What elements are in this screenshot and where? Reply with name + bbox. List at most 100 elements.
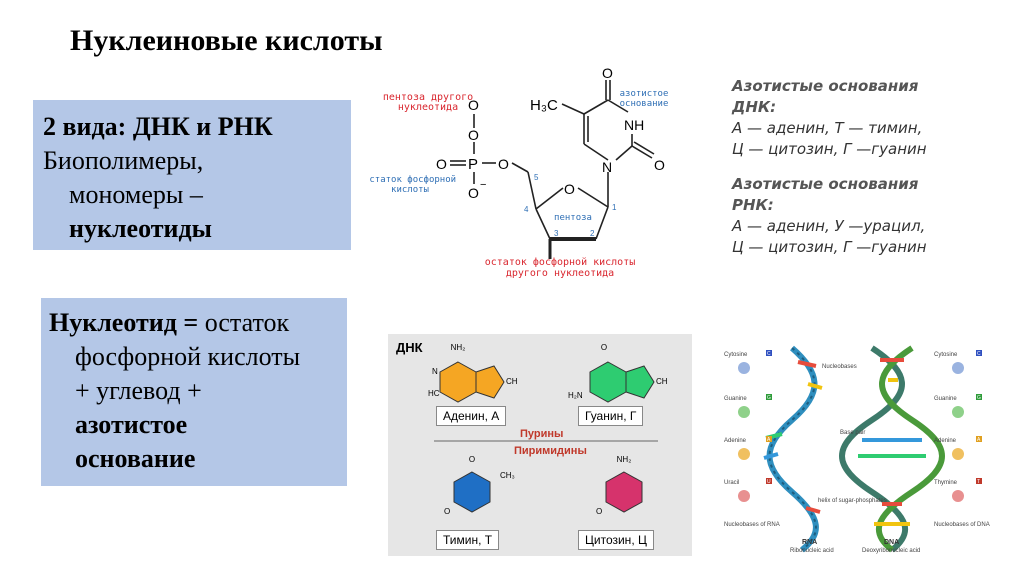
left-letter-3: U: [767, 479, 771, 485]
dna-label: ДНК: [396, 340, 423, 355]
thymine-ch3: CH₃: [500, 471, 515, 480]
cytosine-o: O: [596, 507, 602, 516]
label-bottom-1: остаток фосфорной кислоты: [485, 256, 636, 268]
left-label-0: Cytosine: [724, 352, 748, 358]
definition-line5: основание: [75, 444, 196, 473]
definition-term: Нуклеотид =: [49, 308, 199, 337]
carbon-1: 1: [612, 203, 617, 212]
definition-rest: остаток: [198, 308, 290, 337]
adenine-ch: CH: [506, 377, 518, 386]
guanine-h2n: H₂N: [568, 391, 583, 400]
types-line: 2 вида: ДНК и РНК: [43, 112, 273, 141]
right-label-0: Cytosine: [934, 352, 958, 358]
monomers-line: мономеры –: [69, 180, 203, 209]
right-letter-1: G: [977, 395, 981, 401]
definition-line2: фосфорной кислоты: [75, 342, 301, 371]
thymine-o: O: [469, 455, 475, 464]
dna-header-1: Азотистые основания: [732, 77, 919, 95]
page-title: Нуклеиновые кислоты: [70, 24, 383, 57]
carbon-5: 5: [534, 173, 539, 182]
left-letter-0: C: [767, 351, 771, 357]
left-label-4: Nucleobases of RNA: [724, 522, 780, 528]
helix-sugar-label: helix of sugar-phosphates: [818, 498, 887, 504]
dna-legend: Cytosine C Guanine G Adenine A Thymine T…: [934, 350, 990, 528]
dna-line-1: А — аденин, Т — тимин,: [732, 119, 923, 137]
atom-o2: O: [468, 127, 479, 143]
atom-nh: NH: [624, 117, 644, 133]
base-pair-label: Base pair: [840, 430, 865, 436]
cytosine-nh2: NH₂: [617, 455, 632, 464]
left-label-3: Uracil: [724, 480, 739, 486]
atom-p: P: [468, 156, 478, 173]
purines-label: Пурины: [520, 428, 564, 440]
definition-line4: азотистое: [75, 410, 188, 439]
thymine-o2: O: [444, 507, 450, 516]
dna-line-2: Ц — цитозин, Г —гуанин: [732, 140, 927, 158]
rna-dna-helix-illustration: Cytosine C Guanine G Adenine A Uracil U …: [722, 344, 1012, 556]
adenine-nh2: NH₂: [451, 343, 466, 352]
right-letter-0: C: [977, 351, 981, 357]
atom-o3: O: [436, 156, 447, 172]
dna-header-2: ДНК:: [732, 98, 777, 116]
rna-title: RNA: [802, 539, 817, 546]
guanine-ch: CH: [656, 377, 668, 386]
left-label-2: Adenine: [724, 438, 747, 444]
atom-o-ring: O: [564, 181, 575, 197]
biopolymers-line: Биополимеры,: [43, 146, 204, 175]
dna-title: DNA: [884, 539, 899, 546]
bases-structures: NH₂ N HC CH O H₂N CH O CH₃ O NH₂ O: [428, 343, 668, 516]
atom-o5: O: [468, 185, 479, 201]
thymine-label: Тимин, Т: [436, 530, 500, 550]
right-label-1: Guanine: [934, 396, 957, 402]
atom-o1: O: [468, 97, 479, 113]
carbon-4: 4: [524, 205, 529, 214]
minus-sign: −: [480, 179, 486, 191]
nucleotide-structure-diagram: O O P O O O − O N NH O O H₃C 5 4 3 2 1 п…: [370, 65, 669, 279]
label-nitro-2: основание: [620, 99, 669, 109]
atom-n: N: [602, 159, 612, 175]
cytosine-label: Цитозин, Ц: [578, 530, 654, 550]
adenine-label: Аденин, А: [436, 406, 507, 426]
label-pentose-other-1: пентоза другого: [383, 92, 473, 103]
nucleotides-line: нуклеотиды: [69, 214, 212, 243]
label-phos-1: остаток фосфорной: [370, 175, 456, 185]
adenine-hc: HC: [428, 389, 440, 398]
nitrogen-bases-list: Азотистые основания ДНК: А — аденин, Т —…: [732, 76, 992, 258]
guanine-o: O: [601, 343, 607, 352]
right-label-3: Thymine: [934, 480, 958, 486]
rna-header-2: РНК:: [732, 196, 774, 214]
atom-h3c: H₃C: [530, 97, 558, 114]
label-pentose-other-2: нуклеотида: [398, 102, 458, 113]
dna-subtitle: Deoxyribonucleic acid: [862, 548, 920, 554]
guanine-label: Гуанин, Г: [578, 406, 644, 426]
rna-header-1: Азотистые основания: [732, 175, 919, 193]
rna-legend: Cytosine C Guanine G Adenine A Uracil U …: [724, 350, 780, 528]
helix-svg: Cytosine C Guanine G Adenine A Uracil U …: [724, 345, 990, 554]
label-pentose: пентоза: [554, 213, 592, 223]
right-letter-3: T: [977, 479, 980, 485]
rna-line-1: А — аденин, У —урацил,: [732, 217, 926, 235]
rna-line-2: Ц — цитозин, Г —гуанин: [732, 238, 927, 256]
right-label-2: Adenine: [934, 438, 957, 444]
right-letter-2: A: [977, 437, 981, 443]
left-label-1: Guanine: [724, 396, 747, 402]
nucleotide-definition-box: Нуклеотид = остаток фосфорной кислоты + …: [41, 298, 347, 486]
label-bottom-2: другого нуклеотида: [506, 268, 614, 279]
atom-o-right: O: [654, 157, 665, 173]
label-nitro-1: азотистое: [620, 89, 669, 99]
dna-bases-panel: NH₂ N HC CH O H₂N CH O CH₃ O NH₂ O ДНК А…: [388, 334, 692, 556]
left-letter-2: A: [767, 437, 771, 443]
definition-line3: + углевод +: [75, 376, 202, 405]
types-box: 2 вида: ДНК и РНК Биополимеры, мономеры …: [33, 100, 351, 250]
nucleobases-label: Nucleobases: [822, 364, 857, 370]
carbon-2: 2: [590, 229, 595, 238]
pyrimidines-label: Пиримидины: [514, 445, 587, 457]
right-label-4: Nucleobases of DNA: [934, 522, 990, 528]
label-phos-2: кислоты: [391, 185, 429, 195]
left-letter-1: G: [767, 395, 771, 401]
atom-o-top: O: [602, 65, 613, 81]
adenine-n1: N: [432, 367, 438, 376]
carbon-3: 3: [554, 229, 559, 238]
atom-o4: O: [498, 156, 509, 172]
definition-line1: Нуклеотид = остаток: [49, 306, 289, 340]
